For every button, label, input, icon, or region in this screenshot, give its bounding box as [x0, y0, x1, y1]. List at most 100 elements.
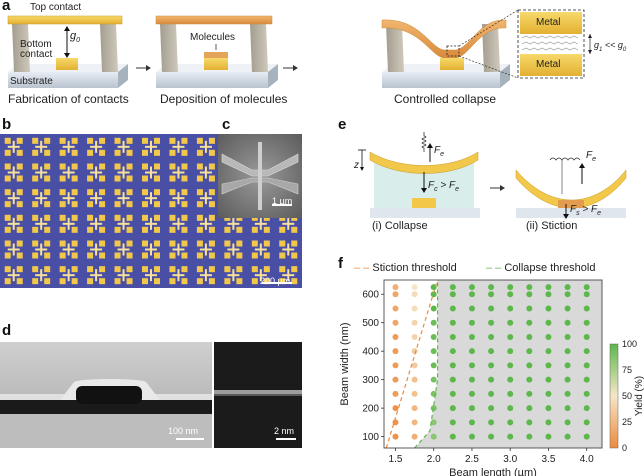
device-cell: [142, 163, 160, 182]
device-cell: [59, 266, 78, 285]
data-point: [411, 405, 418, 412]
arrow-1: [136, 65, 151, 71]
data-point: [468, 305, 475, 312]
device-cell: [142, 240, 160, 259]
data-point: [507, 419, 514, 426]
y-tick-label: 200: [362, 404, 379, 415]
y-tick-label: 400: [362, 347, 379, 358]
data-point: [564, 362, 571, 369]
data-point: [488, 376, 495, 383]
data-point: [449, 390, 456, 397]
data-point: [411, 419, 418, 426]
step-collapse-caption: Controlled collapse: [394, 92, 497, 106]
step-i-caption: (i) Collapse: [372, 220, 428, 232]
data-point: [526, 305, 533, 312]
x-tick-label: 3.0: [503, 454, 517, 465]
x-tick-label: 2.0: [427, 454, 441, 465]
sem-inset-image: [218, 134, 302, 218]
device-cell: [87, 189, 106, 208]
device-cell: [114, 266, 133, 285]
device-cell: [169, 240, 188, 259]
data-point: [411, 333, 418, 340]
data-point: [488, 433, 495, 440]
device-cell: [142, 266, 160, 285]
device-cell: [169, 137, 188, 156]
data-point: [449, 433, 456, 440]
data-point: [507, 376, 514, 383]
data-point: [526, 419, 533, 426]
deposition-stage: [155, 15, 278, 88]
data-point: [564, 305, 571, 312]
stiction-diagram: [515, 157, 627, 219]
device-cell: [279, 240, 298, 259]
data-point: [526, 390, 533, 397]
panel-c-scalebar-label: 1 µm: [272, 196, 293, 206]
bottom-contact-label: Bottom contact: [20, 39, 53, 60]
metal-bottom-label: Metal: [536, 59, 561, 70]
data-point: [430, 405, 437, 412]
y-axis-label: Beam width (nm): [339, 322, 351, 405]
x-axis-label: Beam length (µm): [449, 467, 537, 476]
data-point: [468, 390, 475, 397]
metal-top-label: Metal: [536, 17, 561, 28]
y-tick-label: 500: [362, 318, 379, 329]
panel-b-label: b: [2, 116, 12, 133]
legend-collapse-swatch: – –: [486, 262, 505, 274]
device-cell: [169, 266, 188, 285]
data-point: [430, 419, 437, 426]
data-point: [411, 284, 418, 291]
data-point: [583, 433, 590, 440]
device-cell: [87, 214, 106, 233]
data-point: [449, 333, 456, 340]
step-fabrication-caption: Fabrication of contacts: [8, 92, 129, 106]
data-point: [507, 284, 514, 291]
data-point: [564, 405, 571, 412]
data-point: [488, 319, 495, 326]
device-cell: [251, 266, 270, 285]
data-point: [545, 433, 552, 440]
device-cell: [59, 163, 78, 182]
data-point: [545, 291, 552, 298]
z-axis-label: z: [354, 160, 359, 171]
data-point: [449, 376, 456, 383]
device-cell: [114, 163, 133, 182]
data-point: [545, 405, 552, 412]
device-cell: [224, 266, 243, 285]
plot-frame: [383, 279, 603, 449]
colorbar-tick-label: 100: [622, 339, 637, 349]
data-point: [583, 390, 590, 397]
data-point: [545, 376, 552, 383]
device-cell: [114, 240, 133, 259]
data-point: [392, 405, 399, 412]
device-cell: [251, 240, 270, 259]
mechanism-diagram: [358, 132, 627, 219]
data-point: [468, 376, 475, 383]
data-point: [488, 305, 495, 312]
device-cell: [59, 214, 78, 233]
data-point: [526, 405, 533, 412]
x-tick-label: 2.5: [465, 454, 479, 465]
data-point: [468, 362, 475, 369]
data-point: [430, 348, 437, 355]
device-cell: [32, 214, 51, 233]
data-point: [411, 291, 418, 298]
device-cell: [4, 163, 23, 182]
collapse-stage: [381, 9, 519, 88]
data-point: [564, 333, 571, 340]
device-cell: [114, 137, 133, 156]
data-point: [411, 319, 418, 326]
molecules-label: Molecules: [190, 32, 236, 43]
device-cell: [114, 214, 133, 233]
device-cell: [4, 240, 23, 259]
data-point: [564, 419, 571, 426]
device-cell: [4, 266, 23, 285]
device-cell: [142, 137, 160, 156]
device-cell: [32, 163, 51, 182]
arrow-2: [283, 65, 298, 71]
data-point: [583, 376, 590, 383]
data-point: [392, 319, 399, 326]
data-point: [583, 305, 590, 312]
data-point: [526, 291, 533, 298]
data-point: [411, 433, 418, 440]
data-point: [411, 376, 418, 383]
